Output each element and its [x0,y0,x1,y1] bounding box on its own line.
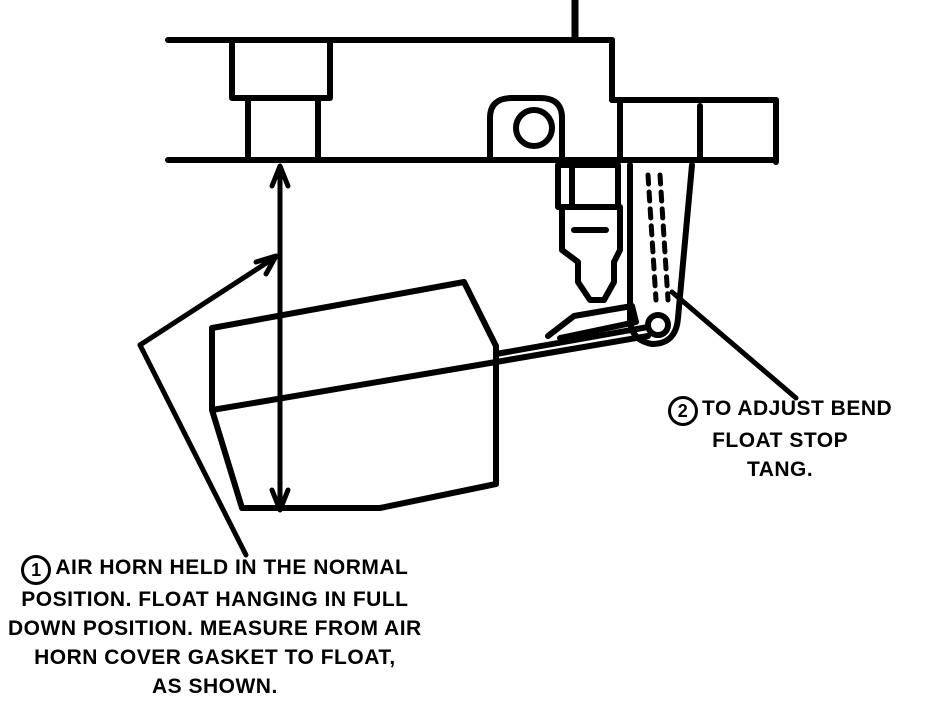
callout-1-line-1: AIR HORN HELD IN THE NORMAL [55,556,409,579]
callout-1-line-5: AS SHOWN. [151,675,278,698]
callout-2-line-2: FLOAT STOP [712,429,849,452]
callout-1-line-4: HORN COVER GASKET TO FLOAT, [34,646,396,669]
needle-valve [555,162,623,303]
air-horn-cover [165,37,779,165]
float-arm [493,303,651,365]
float-body [209,279,499,511]
callout-2-line-3: TANG. [746,458,814,481]
leader-lines [137,253,799,558]
float-stop-tang-dashed [645,172,659,303]
measurement-dimension [269,163,291,513]
callout-number-1: 1 [21,555,52,585]
callout-1-line-3: DOWN POSITION. MEASURE FROM AIR [8,617,422,640]
callout-number-2: 2 [668,396,698,426]
callout-1-line-2: POSITION. FLOAT HANGING IN FULL [21,588,409,611]
hinge-bracket [487,95,565,163]
float-arm-bracket [627,162,695,347]
mounting-boss [229,37,333,101]
callout-2-line-1: TO ADJUST BEND [702,397,893,420]
